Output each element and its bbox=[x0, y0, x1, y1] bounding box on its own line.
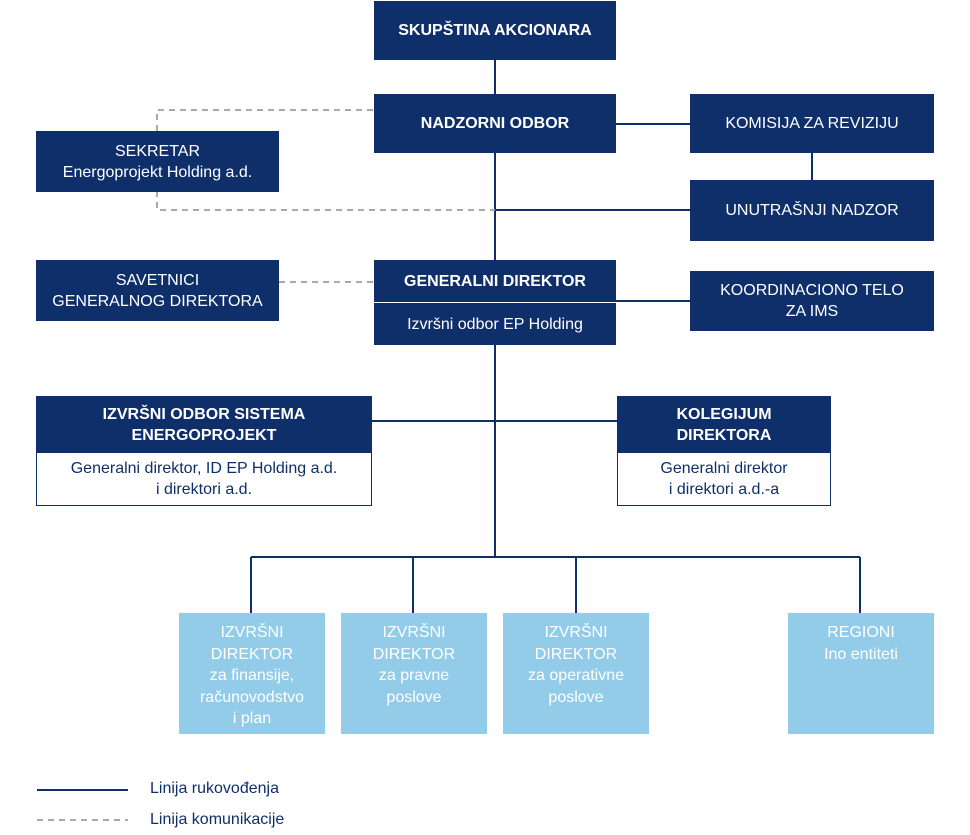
sekretar-line-1: SEKRETAR bbox=[114, 142, 201, 160]
kolegijum-title-1: KOLEGIJUM bbox=[676, 406, 772, 423]
savetnici-line-2: GENERALNOG DIREKTORA bbox=[52, 292, 263, 310]
kolegijum-title-2: DIREKTORA bbox=[676, 427, 772, 444]
legend-solid-label: Linija rukovođenja bbox=[150, 780, 279, 797]
izvrsni-odbor-sub-row: Generalni direktor, ID EP Holding a.d. i… bbox=[37, 453, 371, 505]
id-operativne-line-3: za operativne bbox=[527, 667, 625, 684]
box-skupstina: SKUPŠTINA AKCIONARA bbox=[374, 1, 616, 60]
kolegijum-title-row: KOLEGIJUM DIREKTORA bbox=[618, 397, 830, 453]
id-operativne-line-1: IZVRŠNI bbox=[544, 624, 608, 641]
kolegijum-sub-1: Generalni direktor bbox=[660, 460, 788, 477]
legend-dashed-label: Linija komunikacije bbox=[150, 811, 285, 828]
savetnici-line-1: SAVETNICI bbox=[115, 271, 200, 289]
skupstina-label: SKUPŠTINA AKCIONARA bbox=[398, 22, 592, 39]
id-finansije-line-4: računovodstvo bbox=[199, 688, 305, 706]
komisija-label: KOMISIJA ZA REVIZIJU bbox=[725, 115, 899, 132]
box-komisija: KOMISIJA ZA REVIZIJU bbox=[690, 94, 934, 153]
generalni-title: GENERALNI DIREKTOR bbox=[404, 272, 586, 290]
izvrsni-odbor-sub-1: Generalni direktor, ID EP Holding a.d. bbox=[70, 460, 338, 477]
generalni-sub-row: Izvršni odbor EP Holding bbox=[374, 303, 616, 345]
izvrsni-odbor-sub-2: i direktori a.d. bbox=[155, 481, 253, 498]
regioni-line-1: REGIONI bbox=[827, 624, 895, 641]
sekretar-line-2: Energoprojekt Holding a.d. bbox=[62, 163, 253, 181]
box-sekretar: SEKRETAR Energoprojekt Holding a.d. bbox=[36, 131, 279, 192]
id-operativne-line-4: poslove bbox=[548, 688, 604, 706]
id-finansije-line-3: za finansije, bbox=[209, 667, 295, 684]
id-pravne-line-4: poslove bbox=[386, 688, 442, 706]
unutrasnji-label: UNUTRAŠNJI NADZOR bbox=[725, 202, 899, 219]
id-finansije-line-1: IZVRŠNI bbox=[220, 624, 284, 641]
id-operativne-line-2: DIREKTOR bbox=[534, 645, 618, 663]
izvrsni-odbor-title-row: IZVRŠNI ODBOR SISTEMA ENERGOPROJEKT bbox=[37, 397, 371, 453]
izvrsni-odbor-title-2: ENERGOPROJEKT bbox=[131, 427, 277, 444]
id-finansije-line-5: i plan bbox=[232, 710, 272, 727]
box-savetnici: SAVETNICI GENERALNOG DIREKTORA bbox=[36, 260, 279, 321]
izvrsni-odbor-title-1: IZVRŠNI ODBOR SISTEMA bbox=[102, 406, 306, 423]
box-id-finansije: IZVRŠNI DIREKTOR za finansije, računovod… bbox=[179, 613, 325, 734]
id-pravne-line-1: IZVRŠNI bbox=[382, 624, 446, 641]
box-id-pravne: IZVRŠNI DIREKTOR za pravne poslove bbox=[341, 613, 487, 734]
nadzorni-label: NADZORNI ODBOR bbox=[420, 115, 570, 132]
regioni-line-2: Ino entiteti bbox=[824, 645, 898, 663]
box-regioni: REGIONI Ino entiteti bbox=[788, 613, 934, 734]
box-kolegijum-direktora: KOLEGIJUM DIREKTORA Generalni direktor i… bbox=[617, 396, 831, 506]
id-pravne-line-2: DIREKTOR bbox=[372, 645, 456, 663]
kolegijum-sub-2: i direktori a.d.-a bbox=[668, 481, 780, 498]
box-koordinaciono-telo: KOORDINACIONO TELO ZA IMS bbox=[690, 271, 934, 331]
id-pravne-line-3: za pravne bbox=[378, 667, 450, 684]
box-nadzorni-odbor: NADZORNI ODBOR bbox=[374, 94, 616, 153]
box-generalni-direktor: GENERALNI DIREKTOR Izvršni odbor EP Hold… bbox=[374, 260, 616, 345]
box-id-operativne: IZVRŠNI DIREKTOR za operativne poslove bbox=[503, 613, 649, 734]
generalni-sub: Izvršni odbor EP Holding bbox=[407, 315, 583, 333]
koordinaciono-line-2: ZA IMS bbox=[785, 303, 839, 320]
koordinaciono-line-1: KOORDINACIONO TELO bbox=[720, 282, 904, 299]
management-lines bbox=[250, 60, 861, 613]
box-unutrasnji-nadzor: UNUTRAŠNJI NADZOR bbox=[690, 180, 934, 241]
id-finansije-line-2: DIREKTOR bbox=[210, 645, 294, 663]
box-izvrsni-odbor-sistema: IZVRŠNI ODBOR SISTEMA ENERGOPROJEKT Gene… bbox=[36, 396, 372, 506]
kolegijum-sub-row: Generalni direktor i direktori a.d.-a bbox=[618, 453, 830, 505]
legend-lines bbox=[37, 789, 128, 821]
generalni-title-row: GENERALNI DIREKTOR bbox=[374, 260, 616, 303]
